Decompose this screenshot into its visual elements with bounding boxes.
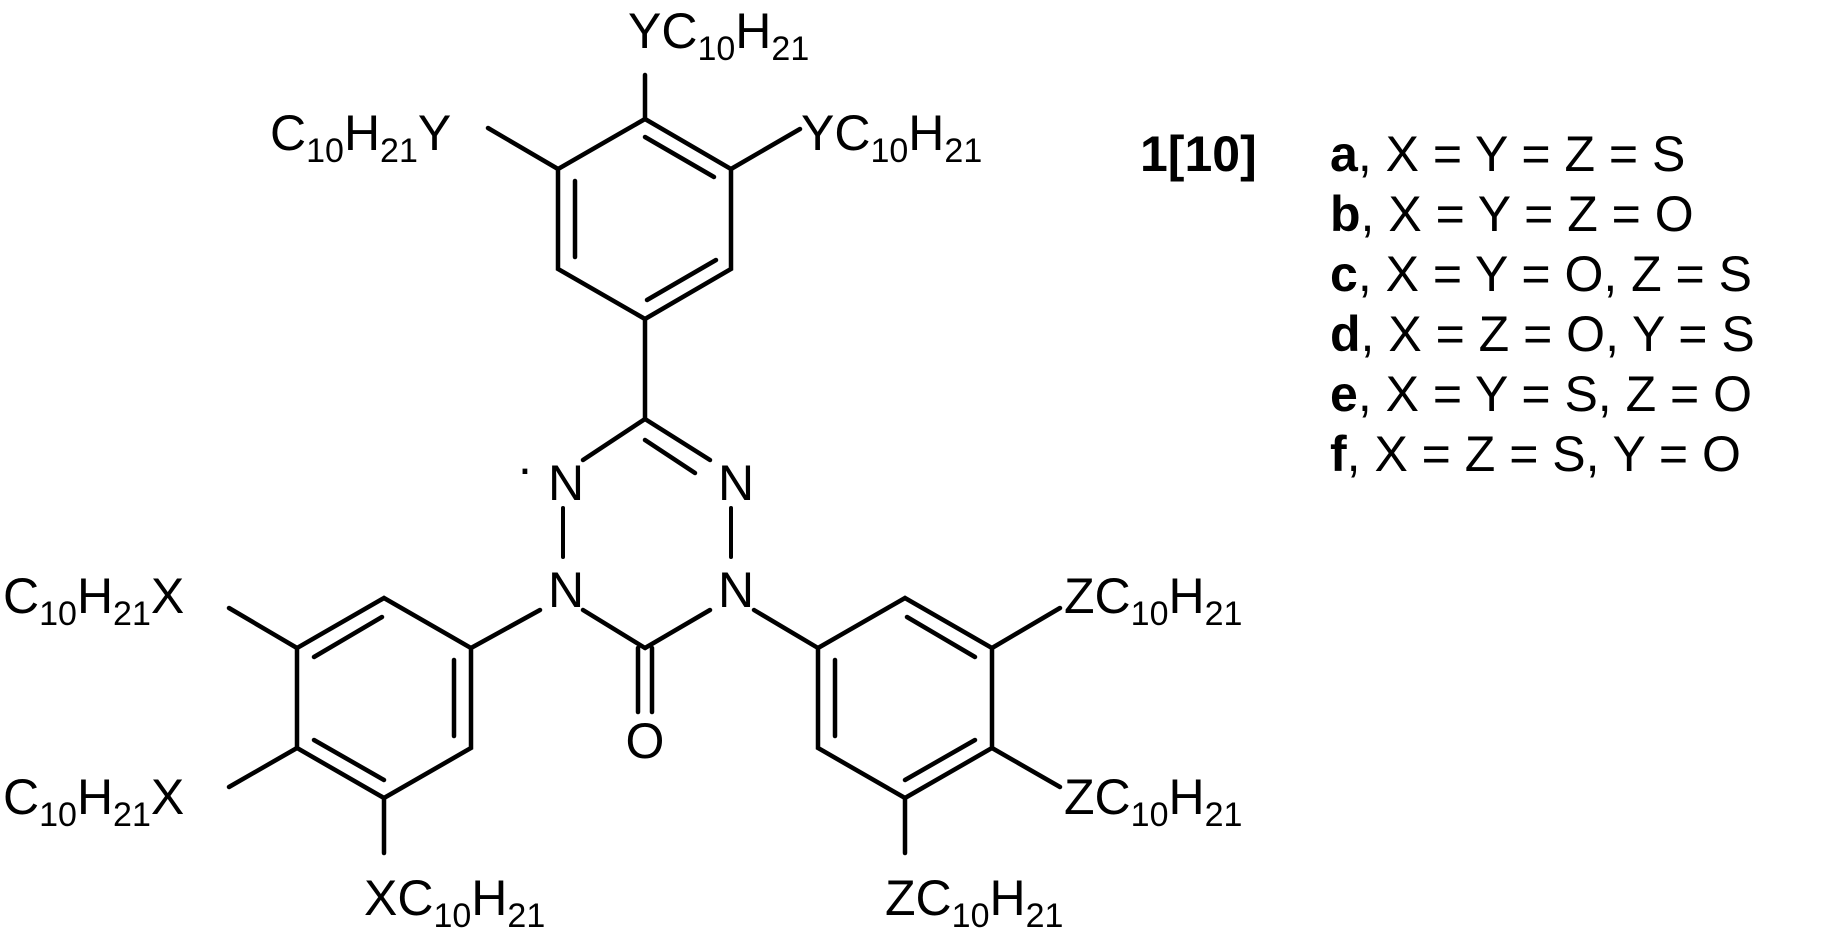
right-ring-double-2 [904, 614, 978, 660]
group-x-1: C10H21X [3, 568, 184, 633]
group-z-2: ZC10H21 [1064, 769, 1242, 834]
top-aryl-ring [555, 116, 734, 322]
variant-c: c, X = Y = O, Z = S [1330, 246, 1752, 302]
bond-left-x1 [226, 605, 300, 651]
variant-d: d, X = Z = O, Y = S [1330, 306, 1755, 362]
group-y-top: YC10H21 [628, 3, 809, 68]
atom-n1: N [548, 562, 584, 618]
group-x-2: C10H21X [3, 769, 184, 834]
atom-n2: N [548, 455, 584, 511]
bond-n5-aryl [751, 607, 821, 651]
atom-n5: N [718, 562, 754, 618]
bond-top-right [728, 126, 803, 172]
bond-c3-n4-double [642, 437, 698, 476]
compound-label: 1[10] [1140, 126, 1257, 182]
top-ring-double-2 [644, 257, 719, 303]
variant-e: e, X = Y = S, Z = O [1330, 366, 1752, 422]
bond-lines [226, 72, 1063, 856]
bond-top-left [485, 125, 561, 172]
variants-legend: a, X = Y = Z = S b, X = Y = Z = O c, X =… [1330, 126, 1755, 482]
bond-right-z2 [989, 745, 1063, 790]
group-z-1: ZC10H21 [1064, 568, 1242, 633]
bond-c3-n2 [580, 416, 648, 463]
group-y-right: YC10H21 [801, 105, 982, 170]
atom-o: O [626, 713, 665, 769]
left-ring-double-3 [311, 614, 385, 660]
top-ring-double-1 [642, 134, 717, 180]
right-aryl-ring [815, 595, 995, 801]
bond-left-x2 [226, 745, 300, 790]
left-ring-double-2 [311, 737, 387, 783]
bond-c3-n4 [642, 416, 713, 463]
bond-n5-c6 [642, 607, 713, 651]
bond-n1-c6 [580, 607, 648, 651]
right-ring-double-3 [902, 737, 978, 783]
group-x-3: XC10H21 [364, 870, 545, 933]
variant-f: f, X = Z = S, Y = O [1330, 426, 1741, 482]
variant-a: a, X = Y = Z = S [1330, 126, 1685, 182]
radical-dot: · [517, 440, 534, 496]
group-z-3: ZC10H21 [885, 870, 1063, 933]
bond-n1-aryl [468, 607, 543, 651]
atom-n4: N [718, 455, 754, 511]
variant-b: b, X = Y = Z = O [1330, 186, 1694, 242]
bond-right-z1 [989, 605, 1063, 651]
left-aryl-ring [294, 595, 474, 801]
group-y-left: C10H21Y [270, 105, 451, 170]
